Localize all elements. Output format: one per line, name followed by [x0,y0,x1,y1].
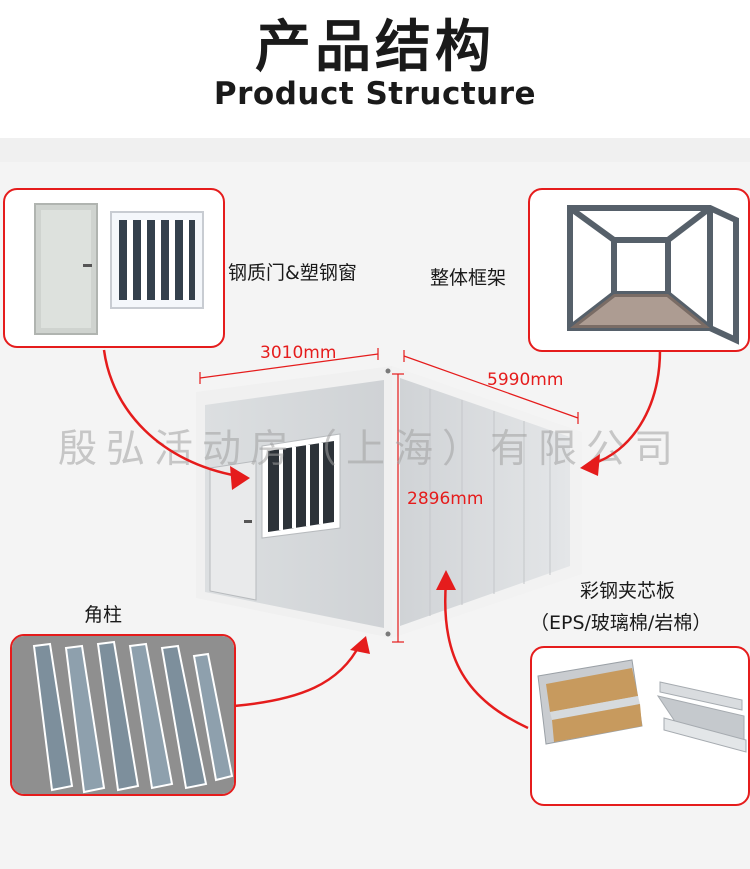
divider-band [0,138,750,162]
corner-post-image [12,636,234,794]
door-window-frame [3,188,225,348]
container-side-wall [392,366,582,638]
arrowhead-door-window [230,466,250,490]
dimension-line-width [199,348,379,384]
corner-bolt-bottom [385,631,391,637]
corner-bolt-top [385,368,391,374]
company-watermark: 殷弘活动房（上海）有限公司 [58,427,683,472]
dimension-height: 2896mm [407,489,484,509]
window [261,433,341,539]
panel-stack-rockwool [537,659,643,745]
label-sandwich-panel: 彩钢夹芯板 [580,580,676,602]
dimension-line-height [392,373,404,643]
page-subtitle: Product Structure [213,76,537,112]
label-panel-types: （EPS/玻璃棉/岩棉） [530,612,712,634]
dimension-line-length [403,350,579,424]
steel-door [209,460,257,601]
label-overall-frame: 整体框架 [430,267,507,289]
sandwich-panel-image [537,659,747,753]
dimension-length: 5990mm [487,370,564,390]
corner-post-frame [10,634,236,796]
door-window-image [34,203,204,335]
label-corner-post: 角柱 [84,604,123,626]
header: 产品结构 Product Structure [0,0,750,138]
arrow-frame [591,349,662,466]
panel-stack-flat [656,681,747,753]
overall-frame-box [528,188,750,352]
sandwich-panel-frame [530,646,750,806]
arrowhead-panel [436,570,456,590]
arrow-corner-post [233,643,362,708]
window-image [110,211,204,309]
label-door-window: 钢质门&塑钢窗 [228,262,357,284]
steel-frame-image [567,205,739,345]
arrow-door-window [102,349,239,478]
page-title: 产品结构 [255,15,495,80]
door-image [34,203,98,335]
dimension-width: 3010mm [260,343,337,363]
arrowhead-corner-post [350,636,370,654]
arrowhead-frame [580,454,600,476]
arrow-panel [443,581,529,730]
